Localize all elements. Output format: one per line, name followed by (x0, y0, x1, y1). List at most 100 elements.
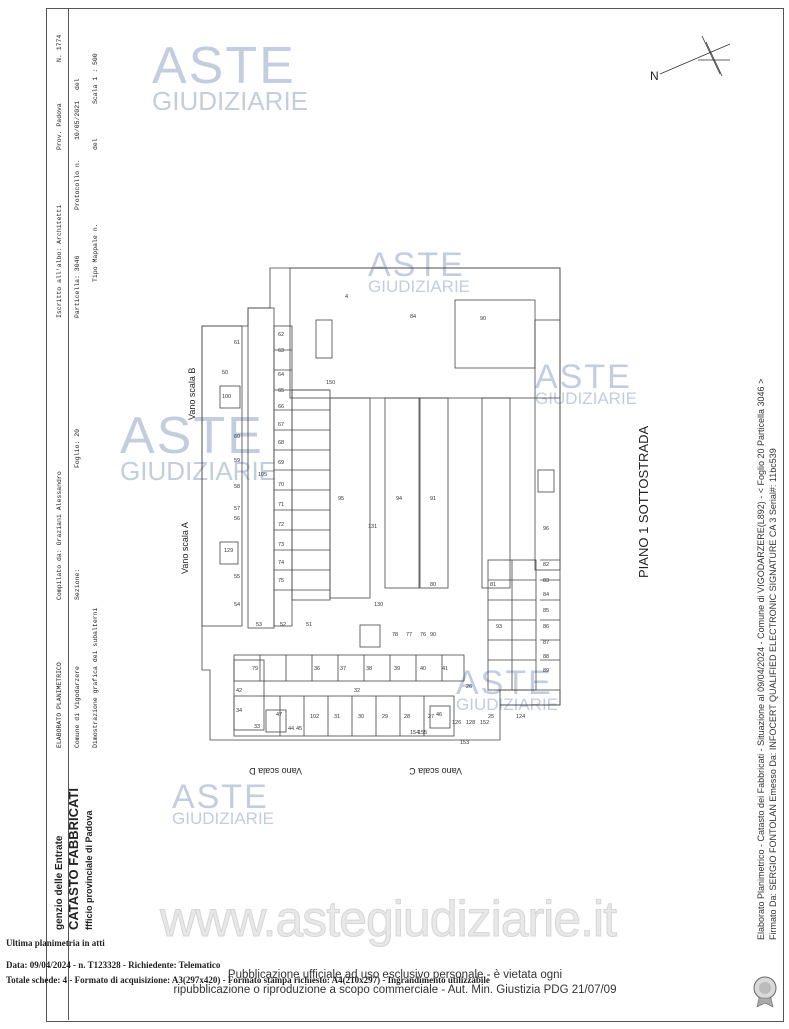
room-label: 29 (382, 714, 388, 720)
agency-line2: CATASTO FABBRICATI (66, 787, 81, 930)
vano-scala-d-label: Vano scala D (249, 766, 302, 776)
room-label: 59 (234, 458, 240, 464)
room-label: 84 (543, 592, 549, 598)
north-label: N (650, 69, 659, 83)
room-label: 63 (278, 348, 284, 354)
header-sezione: Sezione: (74, 568, 81, 600)
room-label: 74 (278, 560, 284, 566)
room-label: 105 (258, 472, 267, 478)
room-label: 46 (436, 712, 442, 718)
header-del: del (74, 78, 81, 90)
notice-line1: Pubblicazione ufficiale ad uso esclusivo… (227, 969, 563, 981)
room-label: 94 (396, 496, 402, 502)
room-label: 40 (420, 666, 426, 672)
room-label: 126 (452, 720, 461, 726)
room-label: 56 (234, 516, 240, 522)
room-label: 30 (358, 714, 364, 720)
room-label: 88 (543, 654, 549, 660)
room-label: 53 (256, 622, 262, 628)
room-label: 84 (410, 314, 416, 320)
room-label: 42 (236, 688, 242, 694)
room-label: 27 (428, 714, 434, 720)
room-label: 75 (278, 578, 284, 584)
room-label: 78 (392, 632, 398, 638)
header-compilato: Compilato da: Graziani Alessandro (56, 471, 63, 600)
room-label: 95 (338, 496, 344, 502)
room-label: 152 (480, 720, 489, 726)
room-label: 25 (488, 714, 494, 720)
header-iscritto: Iscritto all'albo: Architetti (56, 204, 63, 318)
room-label: 87 (543, 640, 549, 646)
room-label: 36 (314, 666, 320, 672)
room-label: 65 (278, 388, 284, 394)
header-dimostrazione: Dimostrazione grafica dei subalterni (92, 607, 99, 748)
room-label: 41 (442, 666, 448, 672)
room-label: 90 (430, 632, 436, 638)
room-label: 71 (278, 502, 284, 508)
room-label: 57 (234, 506, 240, 512)
header-comune: Comune di Vigodarzere (74, 666, 81, 748)
notice-line2: ripubblicazione o riproduzione a scopo c… (173, 984, 617, 996)
room-label: 26 (466, 684, 472, 690)
room-label: 85 (543, 608, 549, 614)
room-label: 79 (252, 666, 258, 672)
room-label: 28 (404, 714, 410, 720)
header-strip (46, 8, 69, 1020)
room-label: 70 (278, 482, 284, 488)
room-label: 82 (543, 562, 549, 568)
room-label: 37 (340, 666, 346, 672)
header-n: N. 1774 (56, 34, 63, 62)
room-label: 52 (280, 622, 286, 628)
room-label: 32 (354, 688, 360, 694)
footer-ultima: Ultima planimetria in atti (6, 938, 105, 948)
header-scala: Scala 1 : 500 (92, 53, 99, 104)
floor-title: PIANO 1 SOTTOSTRADA (636, 425, 651, 578)
room-label: 96 (543, 526, 549, 532)
room-label: 124 (516, 714, 525, 720)
room-label: 150 (326, 380, 335, 386)
room-label: 100 (222, 394, 231, 400)
header-protocollo: Protocollo n. (74, 159, 81, 210)
room-label: 80 (430, 582, 436, 588)
vano-scala-a-label: Vano scala A (180, 522, 190, 574)
site-watermark: www.astegiudiziarie.it (160, 891, 618, 948)
document-frame (46, 8, 784, 1022)
room-label: 155 (418, 730, 427, 736)
room-label: 33 (254, 724, 260, 730)
room-label: 44 (288, 726, 294, 732)
header-prot-data: 10/05/2021 (74, 100, 81, 140)
room-label: 38 (366, 666, 372, 672)
room-label: 69 (278, 460, 284, 466)
room-label: 54 (234, 602, 240, 608)
room-label: 72 (278, 522, 284, 528)
room-label: 90 (480, 316, 486, 322)
room-label: 154 (410, 730, 419, 736)
room-label: 131 (368, 524, 377, 530)
usage-notice: Pubblicazione ufficiale ad uso esclusivo… (160, 968, 630, 998)
room-label: 58 (234, 484, 240, 490)
room-label: 130 (374, 602, 383, 608)
room-label: 91 (430, 496, 436, 502)
room-label: 89 (543, 668, 549, 674)
room-label: 34 (236, 708, 242, 714)
room-label: 76 (420, 632, 426, 638)
room-label: 153 (460, 740, 469, 746)
room-label: 102 (310, 714, 319, 720)
room-label: 93 (496, 624, 502, 630)
room-label: 50 (222, 370, 228, 376)
room-label: 31 (334, 714, 340, 720)
room-label: 47 (276, 712, 282, 718)
vano-scala-b-label: Vano scala B (187, 367, 197, 420)
agency-line1: genzio delle Entrate (54, 835, 65, 930)
header-tipo-mappale: Tipo Mappale n. (92, 223, 99, 282)
side-stamp-line2: Firmato Da: SERGIO FONTOLAN Emesso Da: I… (768, 448, 778, 940)
room-label: 51 (306, 622, 312, 628)
room-label: 73 (278, 542, 284, 548)
room-label: 64 (278, 372, 284, 378)
room-label: 60 (234, 434, 240, 440)
room-label: 86 (543, 624, 549, 630)
room-label: 128 (466, 720, 475, 726)
room-label: 4 (345, 294, 348, 300)
agency-line3: ffficio provinciale di Padova (84, 810, 94, 930)
room-label: 83 (543, 578, 549, 584)
